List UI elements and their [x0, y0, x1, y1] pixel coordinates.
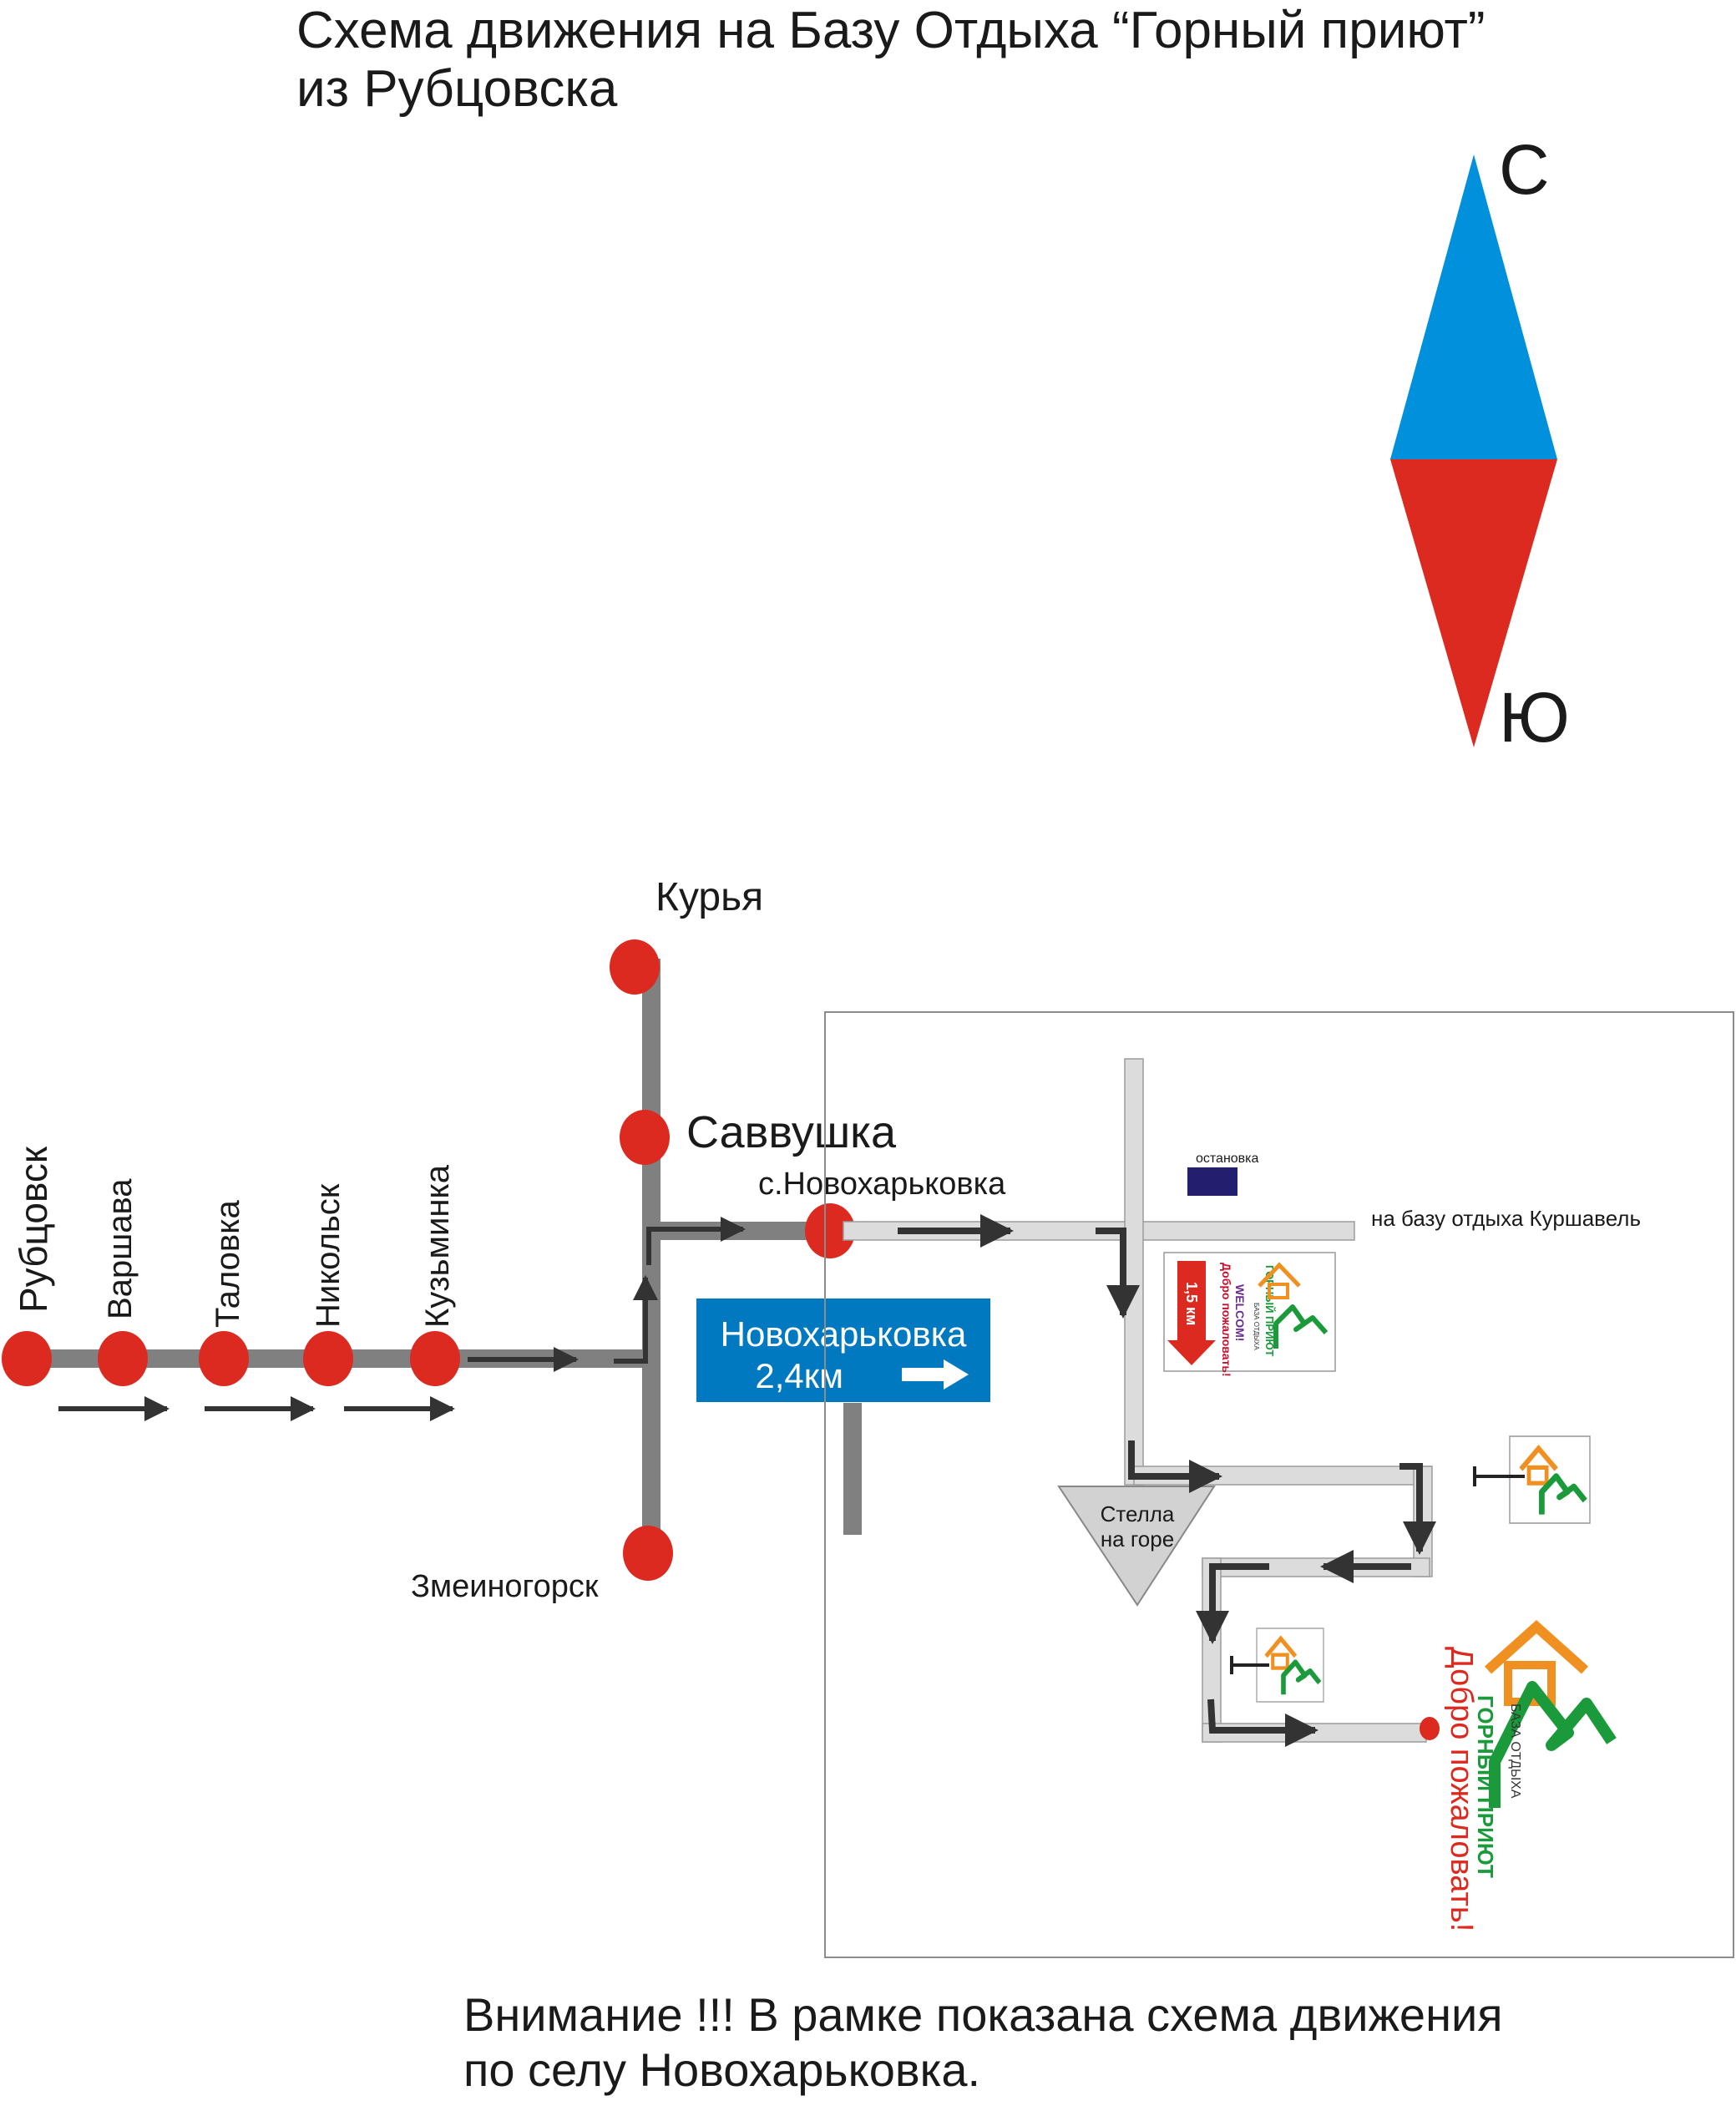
compass-south-label: Ю	[1499, 678, 1570, 757]
city-label-varshava: Варшава	[102, 1178, 139, 1319]
road-sign-distance: 2,4км	[755, 1356, 843, 1395]
banner-logo-house	[1268, 1283, 1289, 1299]
bus-stop-label: остановка	[1196, 1152, 1259, 1166]
notice: Внимание !!! В рамке показана схема движ…	[463, 1987, 1503, 2098]
road-sign-panel	[696, 1299, 990, 1402]
city-label-talovka: Таловка	[210, 1199, 246, 1328]
map-title-line2: из Рубцовска	[296, 60, 618, 118]
kurshavel-label: на базу отдыха Куршавель	[1371, 1206, 1641, 1231]
map-title: Схема движения на Базу Отдыха “Горный пр…	[296, 2, 1485, 119]
city-dot-zmeinogorsk	[623, 1526, 673, 1581]
city-label-savvushka: Саввушка	[686, 1107, 897, 1157]
city-labels: Рубцовск Варшава Таловка Никольск Кузьми…	[12, 875, 1006, 1604]
stella-triangle	[1057, 1486, 1216, 1607]
destination-dot	[1420, 1717, 1440, 1740]
route-sign-1	[1473, 1436, 1590, 1523]
final-logo-mountains	[1489, 1681, 1617, 1808]
banner-distance: 1,5 км	[1183, 1282, 1200, 1325]
city-dot-kurya	[610, 939, 660, 995]
banner-logo-roof	[1258, 1262, 1301, 1288]
notice-line1: Внимание !!! В рамке показана схема движ…	[463, 1988, 1503, 2041]
village-roads	[843, 1058, 1433, 1743]
stella-label-line1: Стелла	[1101, 1501, 1175, 1526]
sign-post	[843, 1403, 862, 1535]
turn-arrow	[646, 1217, 746, 1265]
city-dot-talovka	[199, 1331, 249, 1386]
compass-south-needle	[1390, 459, 1557, 747]
city-label-novokharkovka: с.Новохарьковка	[758, 1167, 1006, 1202]
city-label-kurya: Курья	[655, 875, 763, 919]
city-dot-savvushka	[620, 1110, 670, 1165]
village-north-street	[1124, 1058, 1144, 1486]
city-label-nikolsk: Никольск	[310, 1183, 347, 1328]
welcome-banner: 1,5 км Добро пожаловать! WELCOM! БАЗА ОТ…	[1163, 1252, 1336, 1377]
city-dots	[2, 939, 855, 1581]
compass-north-label: С	[1499, 130, 1550, 209]
sign-post-glyph	[1230, 1656, 1269, 1674]
city-dot-varshava	[98, 1331, 148, 1386]
banner-logo-mountains	[1273, 1304, 1329, 1349]
compass: С Ю	[1390, 130, 1570, 757]
banner-welcome: WELCOM!	[1233, 1284, 1247, 1341]
final-logo-roof	[1484, 1619, 1589, 1674]
turn-arrow	[1096, 1228, 1140, 1319]
route-sign-2	[1230, 1628, 1324, 1702]
final-logo-name: ГОРНЫЙ ПРИЮТ	[1473, 1695, 1498, 1878]
road-sign-arrow	[902, 1359, 969, 1390]
final-logo-base: БАЗА ОТДЫХА	[1508, 1704, 1522, 1799]
city-dot-novokharkovka	[805, 1203, 855, 1258]
banner-name: ГОРНЫЙ ПРИЮТ	[1263, 1265, 1276, 1356]
city-dot-rubtsovsk	[2, 1331, 52, 1386]
final-logo: БАЗА ОТДЫХА ГОРНЫЙ ПРИЮТ	[1473, 1619, 1617, 1878]
city-label-kuzminka: Кузьминка	[419, 1164, 456, 1328]
village-route-arrows	[898, 1214, 1436, 1747]
city-label-zmeinogorsk: Змеиногорск	[411, 1569, 599, 1604]
banner-base: БАЗА ОТДЫХА	[1253, 1303, 1260, 1350]
highway-arrows	[58, 1217, 746, 1421]
turn-arrow	[1207, 1698, 1318, 1747]
road-sign-name: Новохарьковка	[721, 1314, 967, 1354]
final-greeting: Добро пожаловать!	[1444, 1647, 1479, 1931]
turn-arrow	[1399, 1463, 1436, 1555]
city-label-rubtsovsk: Рубцовск	[12, 1146, 55, 1313]
city-dot-nikolsk	[303, 1331, 353, 1386]
compass-north-needle	[1390, 154, 1557, 459]
city-dot-kuzminka	[410, 1331, 460, 1386]
turn-arrow	[614, 1275, 658, 1364]
sign-post-glyph	[1473, 1466, 1525, 1486]
turn-arrow	[1128, 1440, 1222, 1493]
banner-red-arrow	[1167, 1261, 1216, 1365]
banner-greeting: Добро пожаловать!	[1220, 1263, 1233, 1377]
stella-label-line2: на горе	[1101, 1526, 1174, 1552]
road-sign: Новохарьковка 2,4км	[696, 1299, 990, 1402]
turn-arrow	[1196, 1563, 1269, 1644]
map-title-line1: Схема движения на Базу Отдыха “Горный пр…	[296, 2, 1485, 59]
village-frame	[824, 1011, 1734, 1958]
bus-stop-marker	[1187, 1167, 1237, 1196]
notice-line2: по селу Новохарьковка.	[463, 2043, 981, 2096]
